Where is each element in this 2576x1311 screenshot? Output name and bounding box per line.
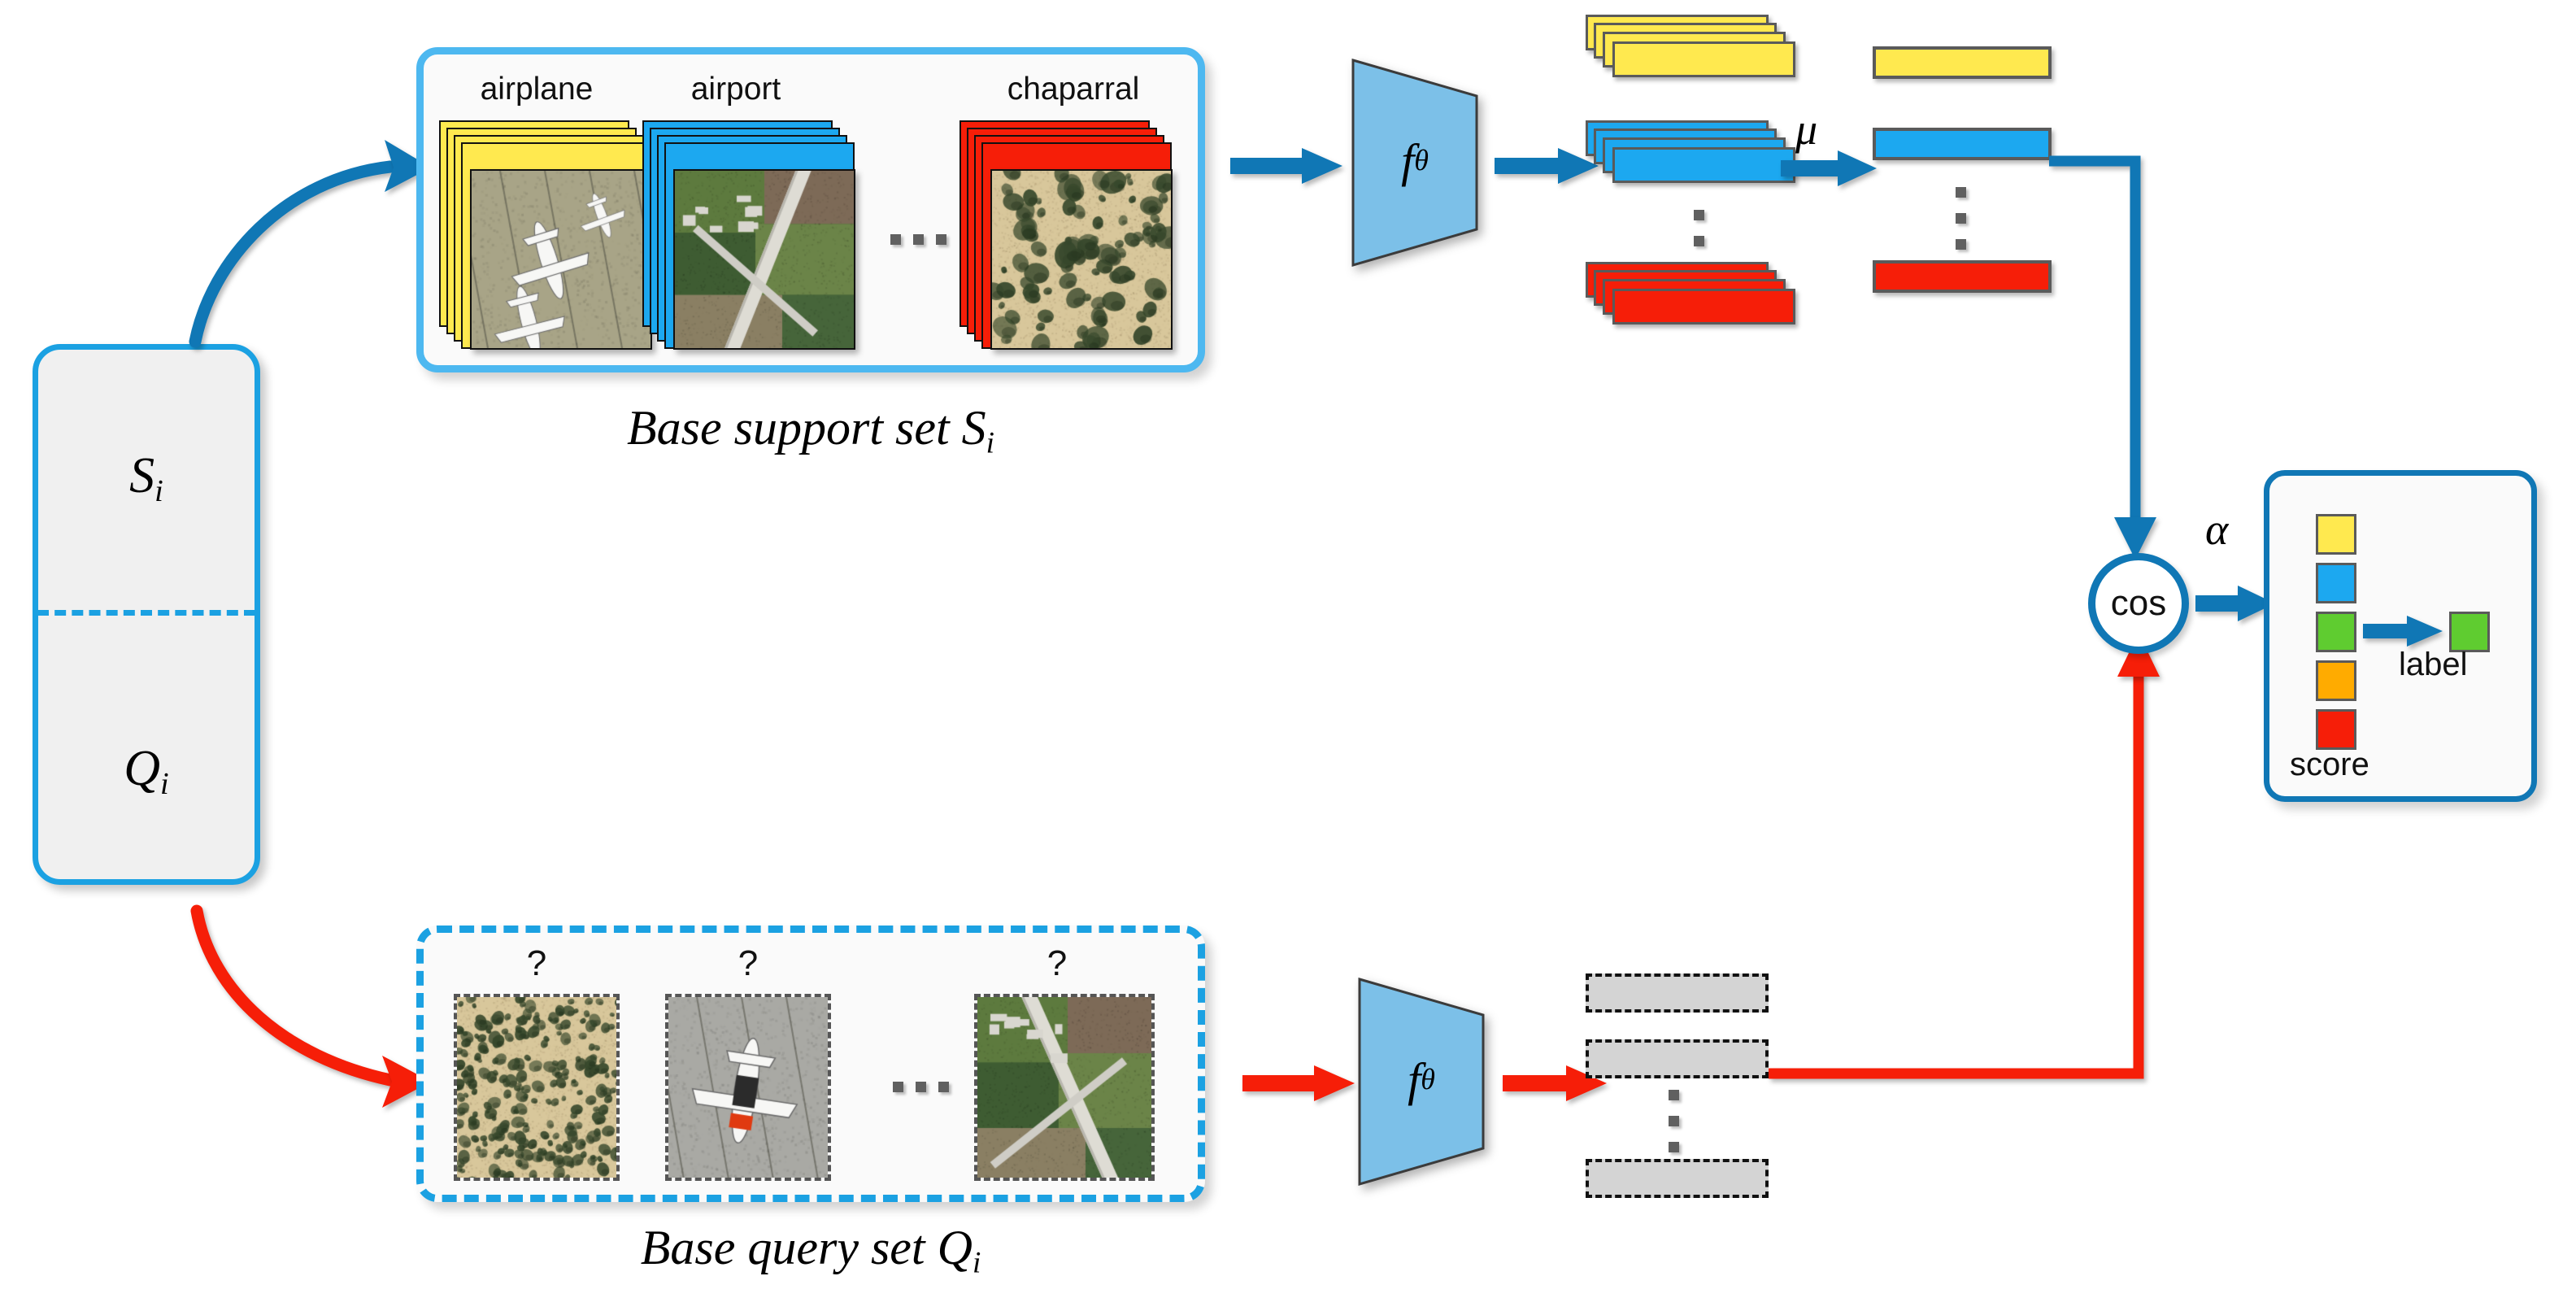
feature-bar (1612, 41, 1795, 77)
encoder-bottom-theta: θ (1421, 1063, 1435, 1095)
arrow-mu-average (1781, 150, 1877, 186)
query-feature-bar-2 (1586, 1039, 1769, 1078)
support-image-airport (673, 169, 855, 350)
arrow-encoder-to-features (1495, 148, 1599, 184)
arrow-support-to-encoder (1230, 148, 1342, 184)
query-caption-text: Base query set (640, 1221, 925, 1274)
support-feature-stack-chaparral (1586, 262, 1821, 351)
support-image-chaparral (990, 169, 1173, 350)
support-stack-airport (642, 120, 855, 356)
query-caption-subscript: i (972, 1246, 981, 1280)
query-set-caption: Base query set Qi (416, 1220, 1205, 1280)
support-stack-airplane (439, 120, 652, 356)
alpha-symbol: α (2205, 505, 2229, 554)
encoder-top-theta: θ (1414, 144, 1429, 176)
cos-node-label: cos (2110, 583, 2167, 623)
score-bar-airport (2316, 563, 2356, 603)
support-stack-chaparral (959, 120, 1179, 356)
support-symbol-glyph: S (129, 448, 155, 503)
support-class-label-chaparral: chaparral (1007, 72, 1140, 107)
query-image-1 (454, 994, 620, 1181)
query-label-unknown-1: ? (526, 943, 547, 983)
support-class-label-airport: airport (690, 72, 781, 107)
arrow-encoder-to-query-features (1503, 1065, 1607, 1101)
arrow-score-to-label (2363, 616, 2443, 647)
episode-divider (37, 610, 255, 616)
arrow-episode-to-support (189, 140, 431, 348)
arrow-query-features-to-cos (1769, 633, 2160, 1079)
encoder-top-f: f (1401, 133, 1415, 187)
prototype-chaparral (1873, 260, 2052, 293)
query-label-unknown-2: ? (738, 943, 759, 983)
arrow-episode-to-query (190, 904, 431, 1108)
query-ellipsis (893, 1082, 949, 1092)
support-symbol-subscript: i (154, 473, 163, 508)
query-image-3 (974, 994, 1155, 1181)
query-feature-vertical-ellipsis (1669, 1090, 1679, 1152)
support-ellipsis (890, 234, 946, 245)
arrow-query-to-encoder (1242, 1065, 1355, 1101)
query-feature-bar-1 (1586, 973, 1769, 1013)
query-image-2 (665, 994, 831, 1181)
score-panel (2264, 470, 2537, 802)
support-image-airplane (470, 169, 652, 350)
encoder-bottom-f: f (1408, 1052, 1421, 1106)
query-feature-bar-3 (1586, 1159, 1769, 1198)
prototype-vertical-ellipsis (1956, 187, 1966, 250)
support-caption-symbol: S (961, 401, 986, 455)
mu-symbol: μ (1795, 105, 1818, 154)
support-feature-stack-airplane (1586, 15, 1821, 104)
prototype-airport (1873, 128, 2052, 160)
query-symbol-subscript: i (160, 766, 169, 801)
episode-query-symbol: Qi (0, 740, 293, 802)
arrow-cos-to-score (2195, 586, 2275, 621)
cos-similarity-node: cos (2088, 553, 2189, 654)
score-axis-label: score (2290, 747, 2369, 782)
support-set-caption: Base support set Si (416, 400, 1205, 460)
episode-support-symbol: Si (0, 447, 293, 509)
support-caption-subscript: i (986, 426, 994, 460)
support-caption-text: Base support set (627, 401, 950, 455)
score-bar-airplane (2316, 514, 2356, 555)
query-symbol-glyph: Q (124, 741, 161, 796)
score-bar-chaparral (2316, 709, 2356, 750)
feature-bar (1612, 289, 1795, 324)
prototype-airplane (1873, 46, 2052, 79)
feature-bar (1612, 147, 1795, 183)
predicted-label-swatch (2449, 612, 2490, 652)
query-caption-symbol: Q (937, 1221, 973, 1274)
predicted-label-text: label (2399, 647, 2468, 682)
score-bar-predicted (2316, 612, 2356, 652)
arrow-prototypes-to-cos (2049, 155, 2156, 560)
query-label-unknown-3: ? (1046, 943, 1068, 983)
score-bar-orange (2316, 660, 2356, 701)
support-class-label-airplane: airplane (480, 72, 594, 107)
